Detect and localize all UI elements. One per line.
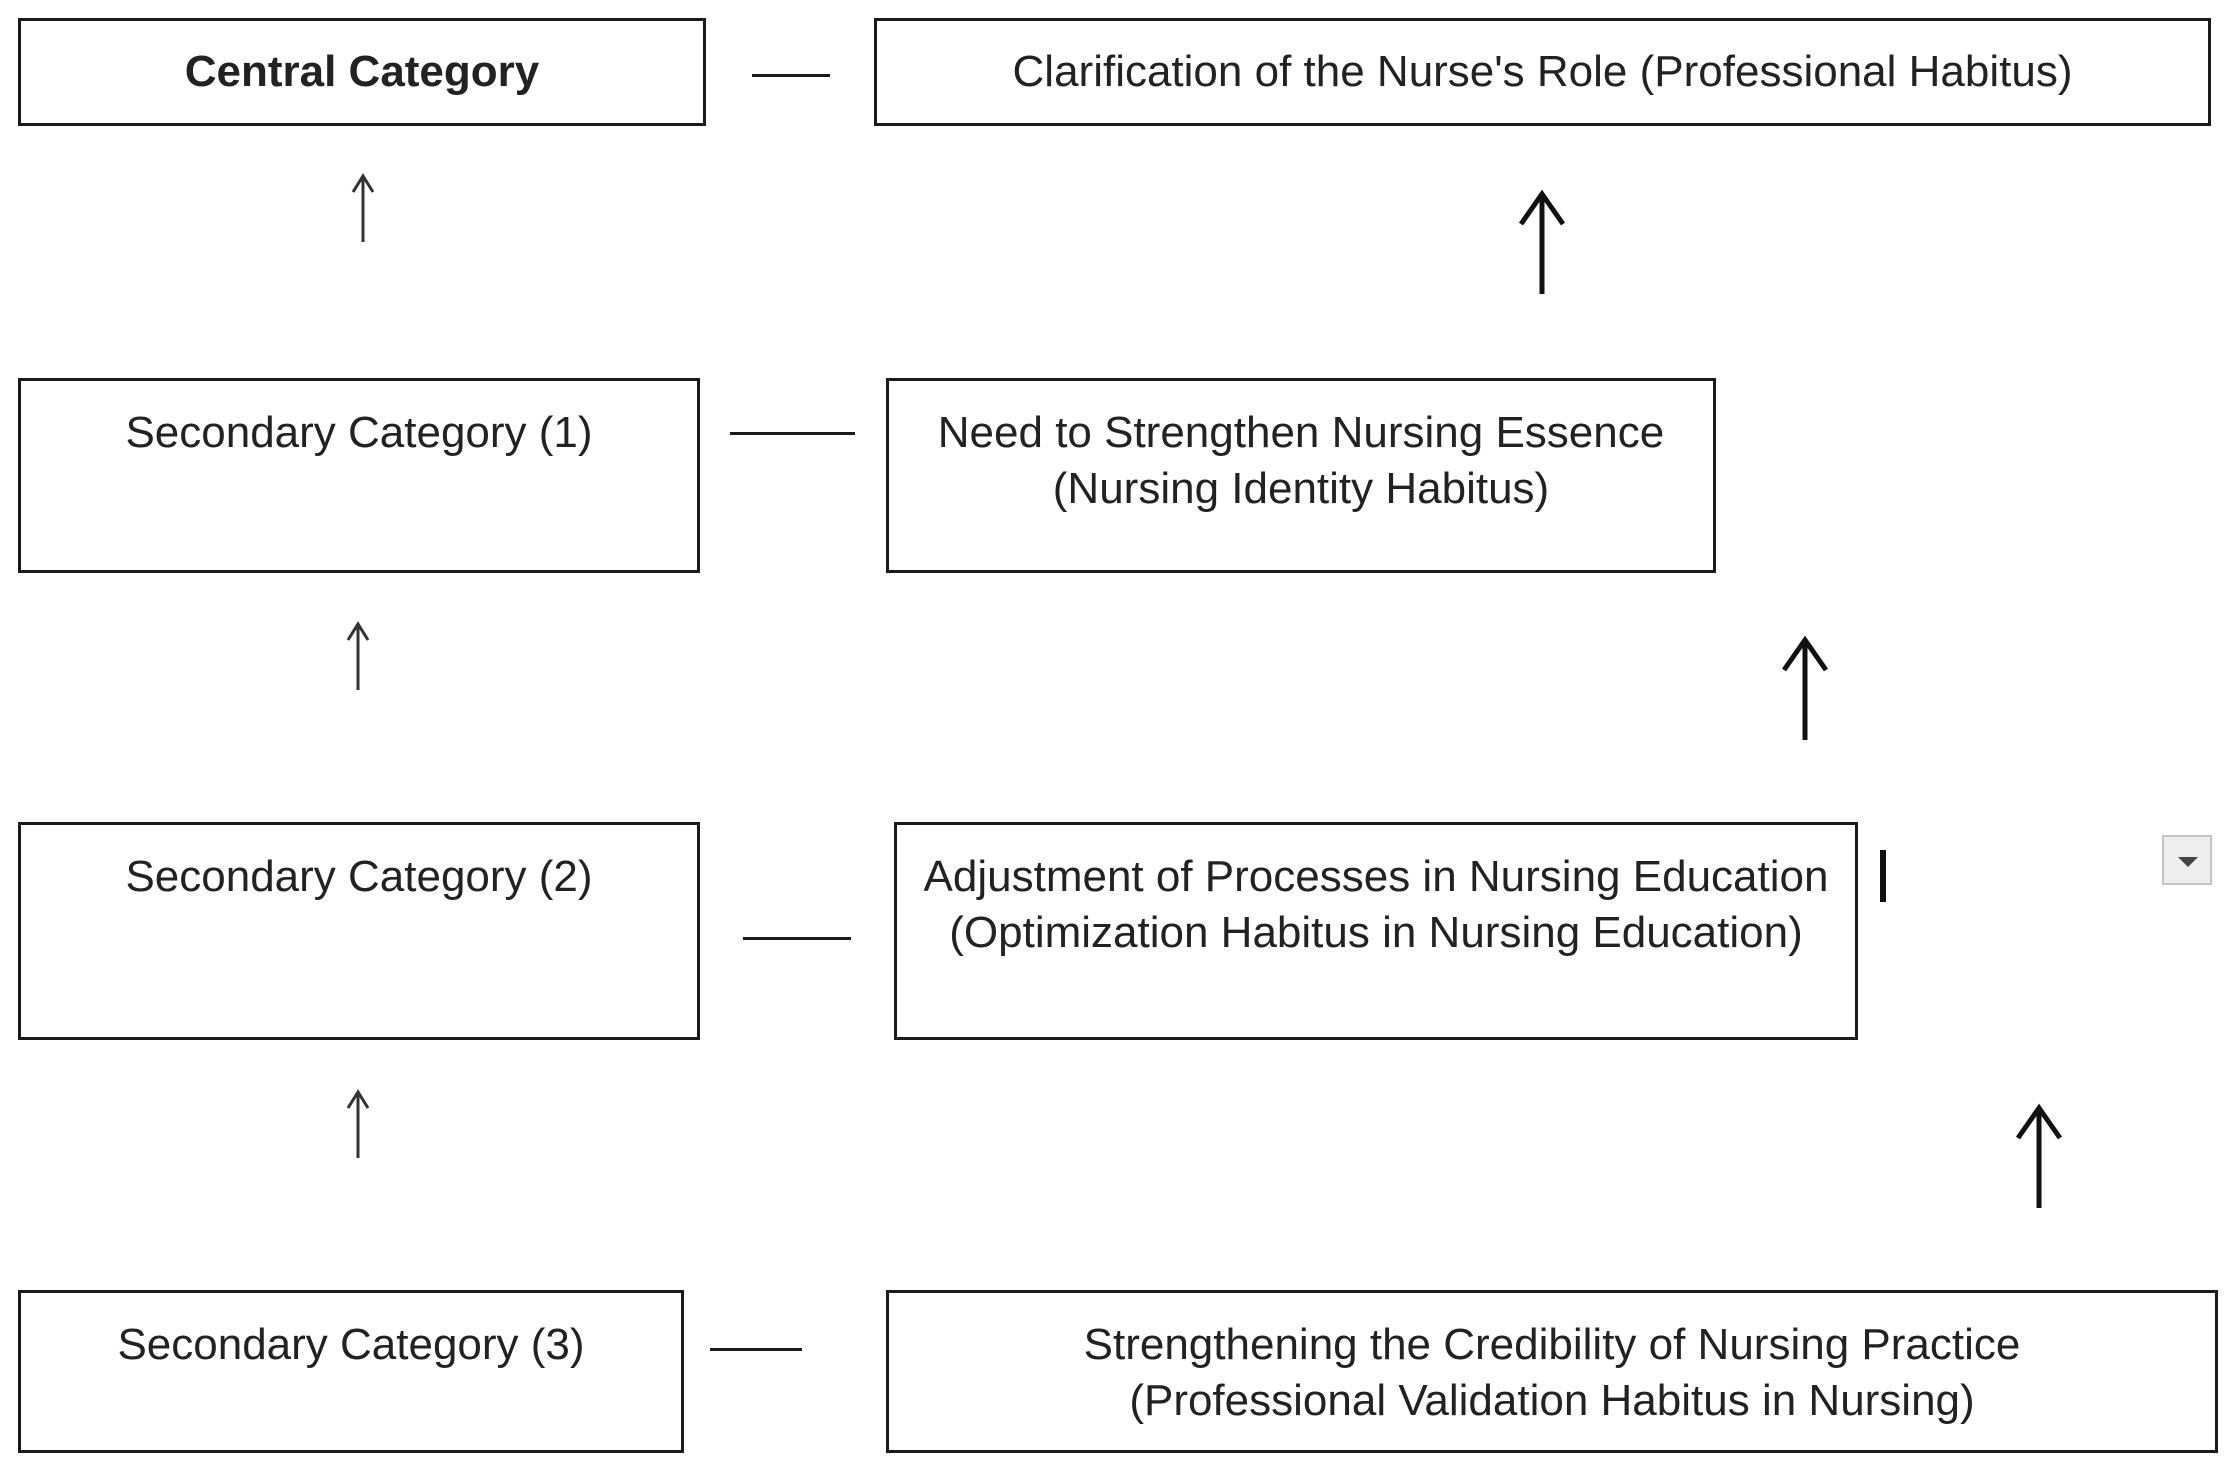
up-arrow-icon <box>1517 189 1567 296</box>
up-arrow-icon <box>1780 635 1830 742</box>
dash-connector-secondary-3 <box>710 1348 802 1351</box>
education-optimization-habitus-label: Adjustment of Processes in Nursing Educa… <box>923 852 1829 957</box>
secondary-category-3-box: Secondary Category (3) <box>18 1290 684 1453</box>
up-arrow-icon <box>348 172 378 244</box>
dash-connector-secondary-2 <box>743 937 851 940</box>
professional-validation-habitus-box: Strengthening the Credibility of Nursing… <box>886 1290 2218 1453</box>
up-arrow-icon <box>2014 1103 2064 1210</box>
dash-connector-central <box>752 74 830 77</box>
secondary-category-2-label: Secondary Category (2) <box>125 852 593 901</box>
education-optimization-habitus-box: Adjustment of Processes in Nursing Educa… <box>894 822 1858 1040</box>
secondary-category-1-label: Secondary Category (1) <box>125 408 593 457</box>
central-category-label: Central Category <box>184 47 540 96</box>
nursing-identity-habitus-label: Need to Strengthen Nursing Essence (Nurs… <box>937 408 1665 513</box>
secondary-category-1-box: Secondary Category (1) <box>18 378 700 573</box>
central-category-box: Central Category <box>18 18 706 126</box>
professional-validation-habitus-label: Strengthening the Credibility of Nursing… <box>1083 1320 2021 1425</box>
secondary-category-2-box: Secondary Category (2) <box>18 822 700 1040</box>
text-cursor <box>1880 850 1886 902</box>
dash-connector-secondary-1 <box>730 432 855 435</box>
up-arrow-icon <box>343 620 373 692</box>
secondary-category-3-label: Secondary Category (3) <box>117 1320 585 1369</box>
up-arrow-icon <box>343 1088 373 1160</box>
professional-habitus-label: Clarification of the Nurse's Role (Profe… <box>1012 47 2073 96</box>
nursing-identity-habitus-box: Need to Strengthen Nursing Essence (Nurs… <box>886 378 1716 573</box>
dropdown-button[interactable] <box>2162 835 2212 885</box>
chevron-down-icon <box>2176 855 2200 874</box>
professional-habitus-box: Clarification of the Nurse's Role (Profe… <box>874 18 2211 126</box>
